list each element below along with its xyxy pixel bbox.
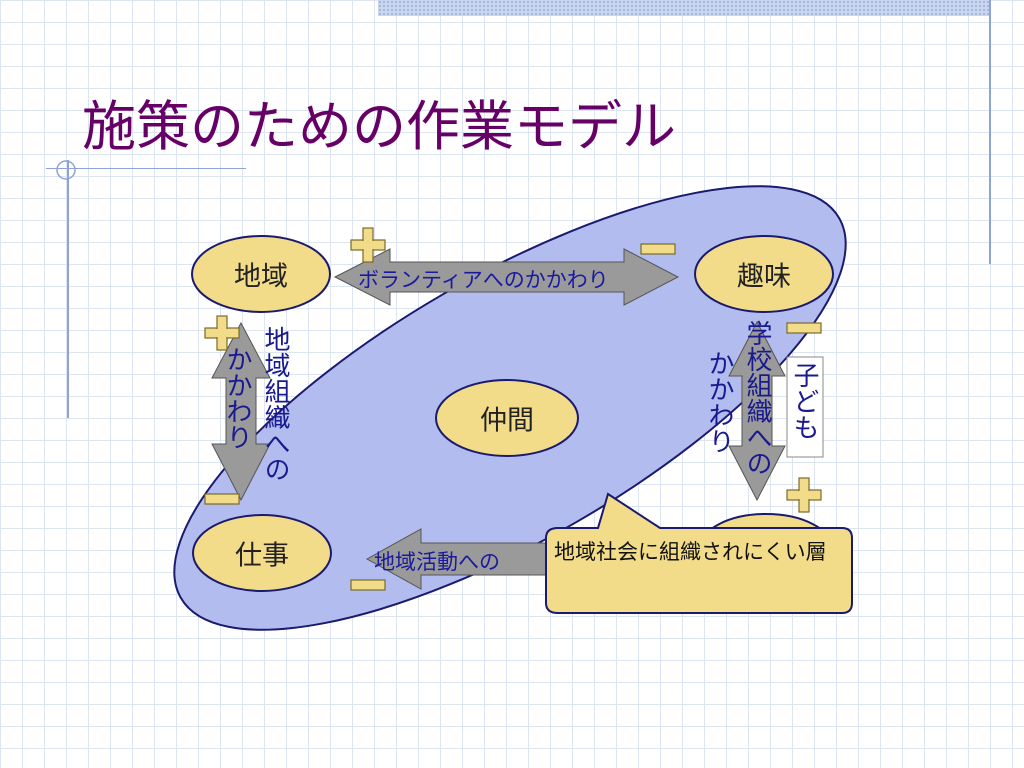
callout-bubble [545,492,853,614]
plus-icon [204,315,240,351]
minus-icon [786,322,822,334]
minus-icon [350,579,386,591]
node-hobby-label: 趣味 [737,261,791,293]
node-friends-label: 仲間 [480,405,534,437]
title-ornament [56,160,76,180]
community-activity-label: 地域活動への [374,550,500,574]
volunteer-label: ボランティアへのかかわり [358,268,609,292]
school-org-label-1: 学校組織への [742,320,772,476]
header-pattern-band [378,0,990,16]
community-org-label-2: かかわり [222,346,252,450]
plus-icon [786,477,822,513]
children-label-box [786,356,824,458]
community-org-arrow [211,321,271,502]
node-work-label: 仕事 [235,540,289,572]
volunteer-arrow [333,248,680,306]
slide-title: 施策のための作業モデル [82,95,676,158]
children-label: 子ども [789,362,819,440]
plus-icon [350,227,386,263]
node-hobby [694,235,834,313]
community-org-label-1: 地域組織への [260,326,290,482]
school-org-arrow [728,320,786,502]
callout-text: 地域社会に組織されにくい層 [554,540,827,564]
minus-icon [640,243,676,255]
minus-icon [204,493,240,505]
left-guide-line [67,160,69,418]
node-work [192,514,332,592]
node-friends [435,379,579,457]
school-org-label-2: かかわり [704,350,734,454]
node-community [191,235,331,313]
title-underline [46,168,246,169]
right-guide-line [989,0,991,264]
node-community-label: 地域 [234,261,288,293]
